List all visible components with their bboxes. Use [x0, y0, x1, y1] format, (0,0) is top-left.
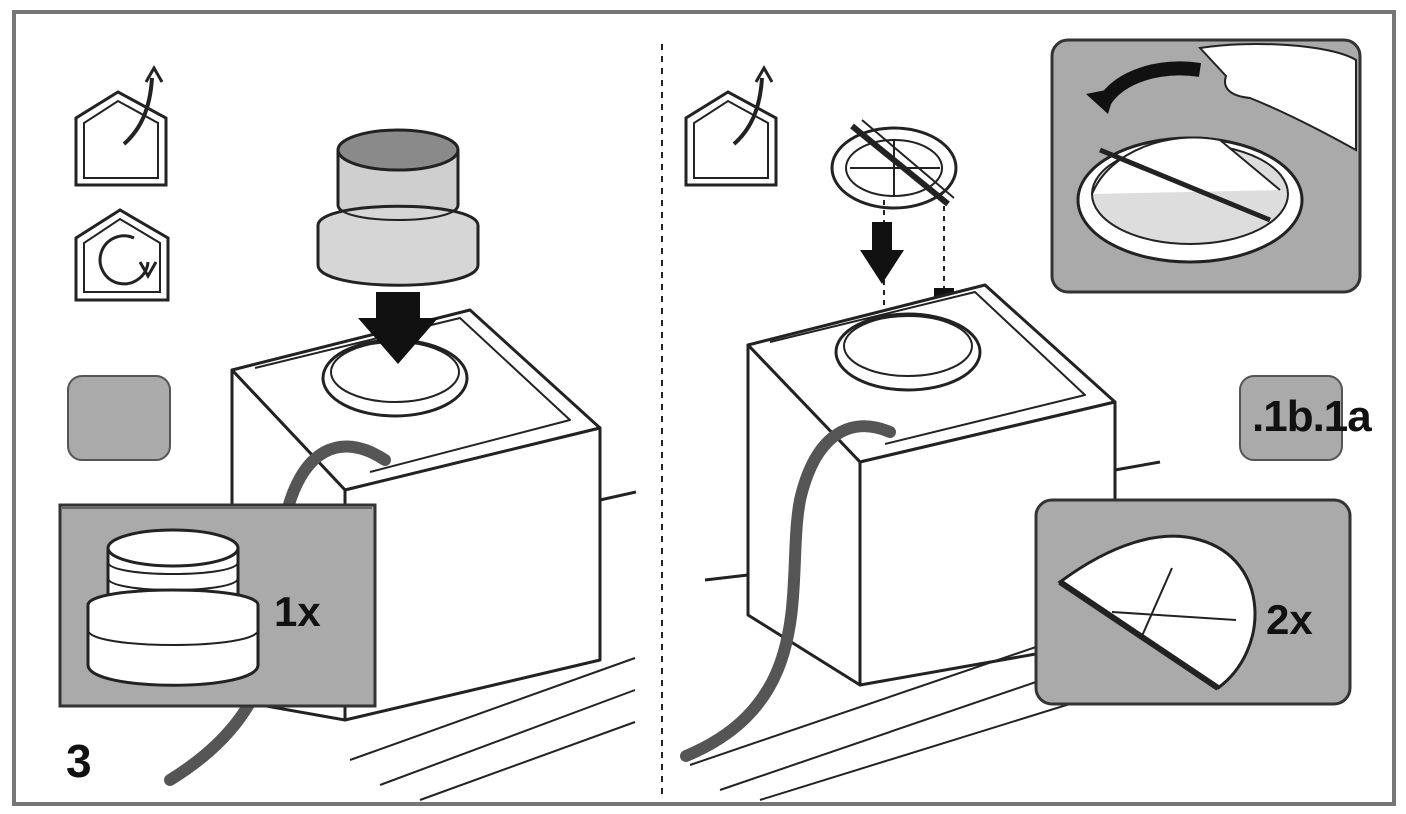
- exhaust-house-icon: [74, 64, 168, 187]
- step-number: 3: [66, 735, 92, 787]
- gray-badge-right: [1239, 375, 1343, 461]
- adapter-part-icon: [86, 528, 260, 687]
- kit-quantity-label: 1x: [274, 588, 321, 635]
- gray-badge-left: [67, 375, 171, 461]
- flap-parts-inset: [1034, 498, 1352, 706]
- flap-quantity-label: 2x: [1266, 596, 1313, 643]
- down-arrow-icon-left: [860, 222, 904, 284]
- backdraft-flap-disc: [830, 119, 958, 210]
- recirculation-house-icon: [74, 208, 170, 302]
- duct-adapter: [316, 128, 480, 287]
- hood-body-right: [746, 283, 1117, 687]
- down-arrow-icon: [358, 292, 438, 364]
- version-badge-label: .1b.1a: [1252, 392, 1372, 441]
- exhaust-house-icon-right: [684, 64, 778, 187]
- cabinet-lines-left: [349, 490, 637, 801]
- flap-detail-inset: [1050, 38, 1362, 294]
- illustration-frame: [12, 10, 1396, 806]
- power-cable-right: [680, 420, 896, 762]
